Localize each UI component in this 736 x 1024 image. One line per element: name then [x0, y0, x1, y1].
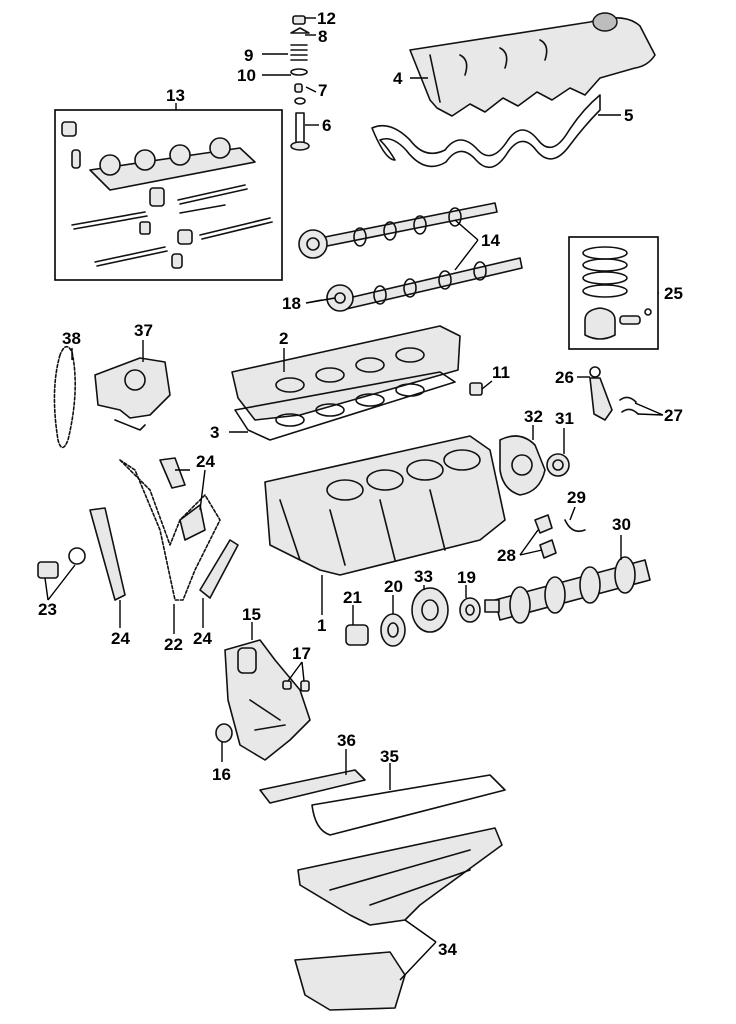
oil-pan-upper-gasket-part: [259, 769, 366, 804]
callout-12: 12: [317, 9, 336, 28]
callout-22: 22: [164, 635, 183, 654]
callout-18: 18: [282, 294, 301, 313]
rear-seal-housing-part: [499, 435, 546, 496]
callout-37: 37: [134, 321, 153, 340]
cover-bolts-part: [282, 680, 310, 692]
callout-26: 26: [555, 368, 574, 387]
cover-seal-part: [215, 723, 233, 743]
callout-28: 28: [497, 546, 516, 565]
crankshaft-part: [484, 556, 651, 624]
callout-15: 15: [242, 605, 261, 624]
callout-25: 25: [664, 284, 683, 303]
leader-lines: [44, 17, 664, 981]
callout-14: 14: [481, 231, 500, 250]
main-bearing-part: [534, 514, 557, 559]
callout-4: 4: [393, 69, 403, 88]
callout-3: 3: [210, 423, 219, 442]
valve-keepers-part: [290, 15, 310, 151]
callout-36: 36: [337, 731, 356, 750]
callout-30: 30: [612, 515, 631, 534]
valve-cover-gasket-part: [371, 94, 601, 169]
callout-10: 10: [237, 66, 256, 85]
callout-19: 19: [457, 568, 476, 587]
callout-27: 27: [664, 406, 683, 425]
thrust-washer-part: [564, 519, 586, 533]
engine-block-part: [264, 435, 506, 576]
crank-sprocket-part: [459, 597, 481, 623]
callout-17: 17: [292, 644, 311, 663]
camshaft-part: [319, 202, 523, 311]
cylinder-head-part: [231, 325, 461, 421]
rear-main-seal-part: [546, 453, 570, 477]
callout-38: 38: [62, 329, 81, 348]
callout-24-left: 24: [111, 629, 130, 648]
callout-20: 20: [384, 577, 403, 596]
pulley-part: [380, 613, 406, 647]
callout-24-top: 24: [196, 452, 215, 471]
oil-pump-part: [94, 357, 171, 431]
callout-35: 35: [380, 747, 399, 766]
callout-34: 34: [438, 940, 457, 959]
callout-5: 5: [624, 106, 633, 125]
timing-chain-part: [53, 345, 221, 601]
callout-31: 31: [555, 409, 574, 428]
callout-24-right: 24: [193, 629, 212, 648]
oil-pan-gasket-part: [311, 774, 506, 836]
valve-cover-part: [409, 12, 656, 117]
dowel-part: [469, 382, 483, 396]
callout-16: 16: [212, 765, 231, 784]
lower-oil-pan-part: [294, 951, 406, 1011]
callout-23: 23: [38, 600, 57, 619]
connecting-rod-part: [589, 366, 613, 421]
callout-7: 7: [318, 81, 327, 100]
rocker-kit-box: [54, 109, 283, 281]
callout-6: 6: [322, 116, 331, 135]
oil-pan-part: [297, 827, 503, 926]
callout-8: 8: [318, 27, 327, 46]
rod-bearing-part: [619, 396, 639, 415]
callout-21: 21: [343, 588, 362, 607]
head-gasket-part: [234, 371, 456, 441]
camshaft-gear-part: [298, 229, 354, 312]
callout-11: 11: [492, 363, 510, 382]
callout-33: 33: [414, 567, 433, 586]
callout-1: 1: [317, 616, 326, 635]
callout-13: 13: [166, 86, 185, 105]
tensioner-part: [37, 547, 86, 579]
piston-kit-parts: [582, 246, 652, 340]
rocker-kit-parts: [61, 121, 273, 269]
callout-32: 32: [524, 407, 543, 426]
chain-guide-part: [89, 457, 239, 601]
spacer-part: [345, 624, 369, 646]
balancer-part: [411, 587, 449, 633]
callout-9: 9: [244, 46, 253, 65]
callout-2: 2: [279, 329, 288, 348]
timing-cover-part: [224, 639, 311, 761]
callout-labels: 12 8 9 10 7 6 4 5 13 14 18 25 2 3 38 37 …: [38, 9, 683, 959]
callout-29: 29: [567, 488, 586, 507]
